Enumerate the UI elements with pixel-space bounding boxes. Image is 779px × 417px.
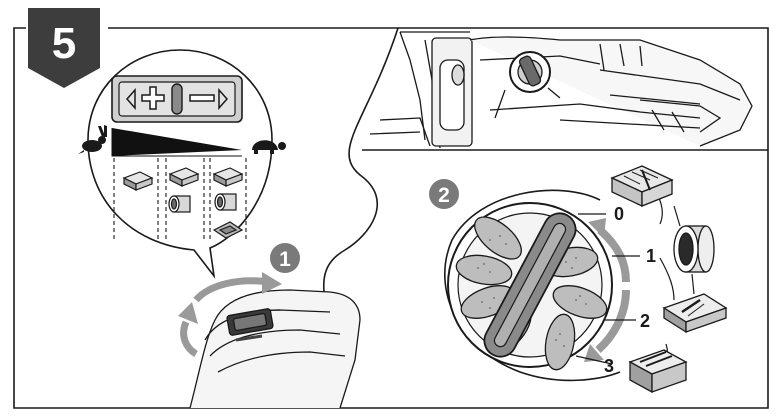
dial-material-icons (610, 165, 728, 394)
plywood-icon (610, 165, 674, 208)
triangle-right-icon (218, 88, 229, 110)
callout-1-label: 1 (279, 248, 291, 271)
wood-block-icon (122, 171, 154, 191)
rabbit-icon (78, 125, 107, 154)
step-number: 5 (52, 19, 76, 68)
step-badge: 5 (28, 8, 100, 88)
diagram-frame (13, 27, 769, 409)
orbital-dial (447, 202, 613, 371)
pipe-icon (673, 225, 715, 273)
speed-indicator (111, 75, 243, 123)
callout-2-label: 2 (438, 184, 450, 207)
dial-callout-bracket (673, 205, 695, 295)
dial-position-3: 3 (604, 356, 614, 376)
pipe-icon (168, 195, 191, 213)
panel-divider (323, 27, 399, 331)
plus-icon (141, 86, 165, 110)
dial-position-2: 2 (640, 311, 650, 331)
block-slot-icon (628, 349, 688, 394)
triangle-left-icon (125, 88, 136, 110)
dial-position-1: 1 (646, 246, 656, 266)
callout-1-badge: 1 (270, 243, 300, 273)
wheel-indicator (171, 83, 183, 115)
jigsaw-detail (369, 31, 753, 149)
dial-position-0: 0 (614, 204, 624, 224)
callout-2-badge: 2 (429, 179, 459, 209)
wood-block-icon (212, 167, 244, 187)
speed-ramp (112, 128, 242, 156)
wood-block-icon (168, 167, 200, 187)
dial-lever (483, 212, 577, 358)
pipe-icon (214, 193, 237, 211)
dial-arrow-icon (584, 218, 630, 362)
turtle-icon (252, 140, 286, 154)
material-icons (122, 167, 244, 239)
minus-icon (189, 94, 215, 102)
metal-sheet-icon (212, 221, 244, 239)
rotate-arrow-icon (178, 272, 282, 358)
sheet-slot-icon (662, 293, 728, 334)
jigsaw-handle (189, 289, 361, 409)
